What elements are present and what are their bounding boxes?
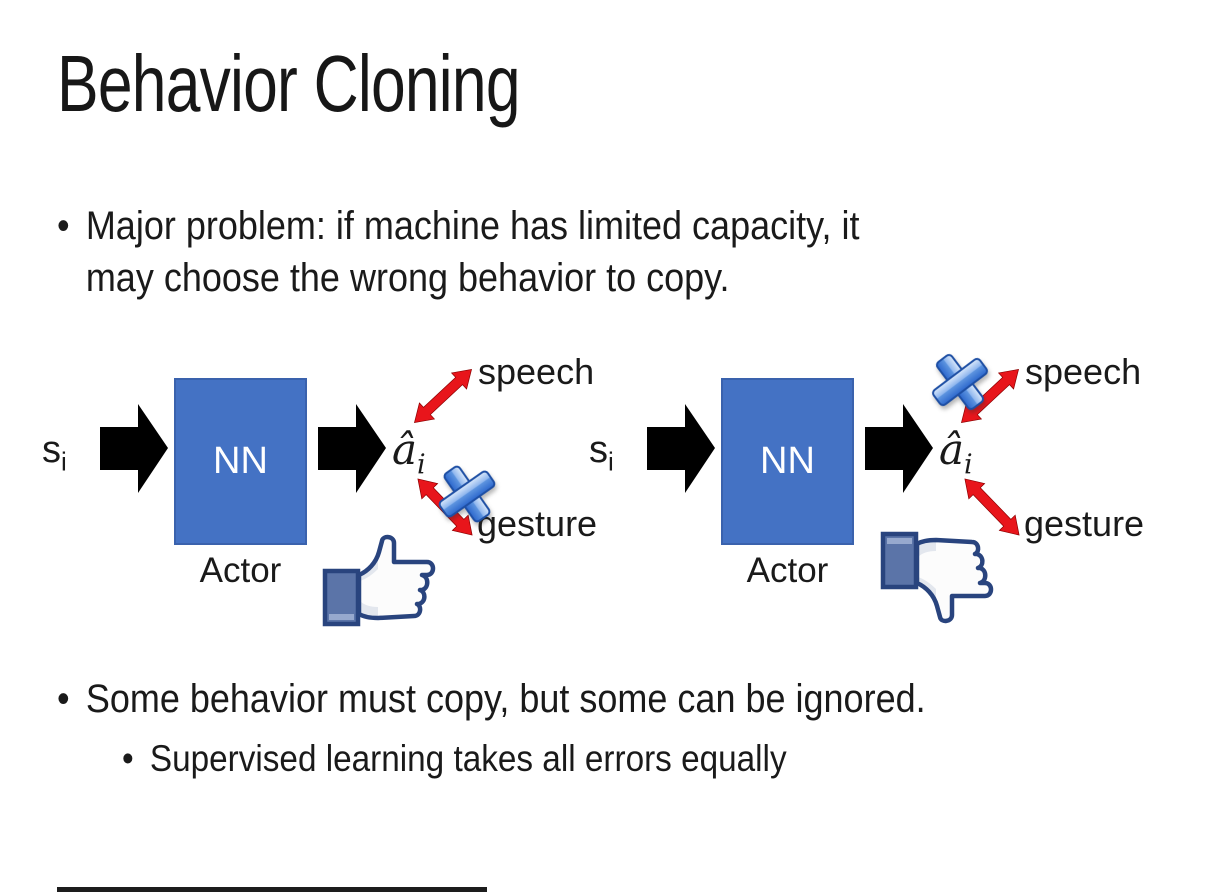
state-subscript: i <box>608 446 614 477</box>
speech-label: speech <box>1025 351 1142 392</box>
bullet-supervised-learning: • Supervised learning takes all errors e… <box>122 736 787 782</box>
blue-cross-icon <box>438 465 496 523</box>
block-arrow-icon <box>865 404 933 493</box>
action-label: âi <box>939 425 973 480</box>
block-arrow-icon <box>647 404 715 493</box>
nn-box-label: NN <box>213 440 268 482</box>
slide-title: Behavior Cloning <box>57 39 521 128</box>
bullet-glyph: • <box>122 738 134 779</box>
action-base: â <box>939 425 965 474</box>
gesture-label: gesture <box>477 503 598 544</box>
action-base: â <box>392 425 418 474</box>
state-label: si <box>589 429 614 478</box>
bullet-major-problem: • Major problem: if machine has limited … <box>57 200 859 304</box>
actor-caption: Actor <box>199 551 282 590</box>
nn-box-label: NN <box>760 440 815 482</box>
bullet-supervised-learning-text: Supervised learning takes all errors equ… <box>149 738 787 779</box>
nn-box: NN <box>721 378 854 545</box>
cropped-next-line-artifact <box>57 887 487 892</box>
gesture-label: gesture <box>1024 503 1145 544</box>
diagram-left-correct-copy: si NN Actor âi speech gesture <box>30 345 630 640</box>
bullet-some-behavior-text: Some behavior must copy, but some can be… <box>85 677 926 721</box>
thumbs-down-icon <box>880 531 1008 625</box>
bullet-some-behavior: • Some behavior must copy, but some can … <box>57 674 926 724</box>
state-base: s <box>589 429 608 471</box>
thumbs-up-icon <box>322 533 450 627</box>
state-subscript: i <box>61 446 67 477</box>
bullet-glyph: • <box>57 677 70 721</box>
bullet-glyph: • <box>57 204 70 248</box>
actor-caption: Actor <box>746 551 829 590</box>
state-label: si <box>42 429 67 478</box>
action-subscript: i <box>417 449 426 481</box>
red-double-arrow-speech-icon <box>414 368 472 424</box>
red-double-arrow-gesture-icon <box>964 478 1020 536</box>
bullet-major-problem-text: Major problem: if machine has limited ca… <box>85 204 860 300</box>
action-subscript: i <box>964 449 973 481</box>
block-arrow-icon <box>318 404 386 493</box>
block-arrow-icon <box>100 404 168 493</box>
diagram-right-wrong-copy: si NN Actor âi speech gesture <box>577 345 1177 640</box>
nn-box: NN <box>174 378 307 545</box>
speech-label: speech <box>478 351 595 392</box>
blue-cross-icon <box>932 354 988 410</box>
state-base: s <box>42 429 61 471</box>
action-label: âi <box>392 425 426 480</box>
